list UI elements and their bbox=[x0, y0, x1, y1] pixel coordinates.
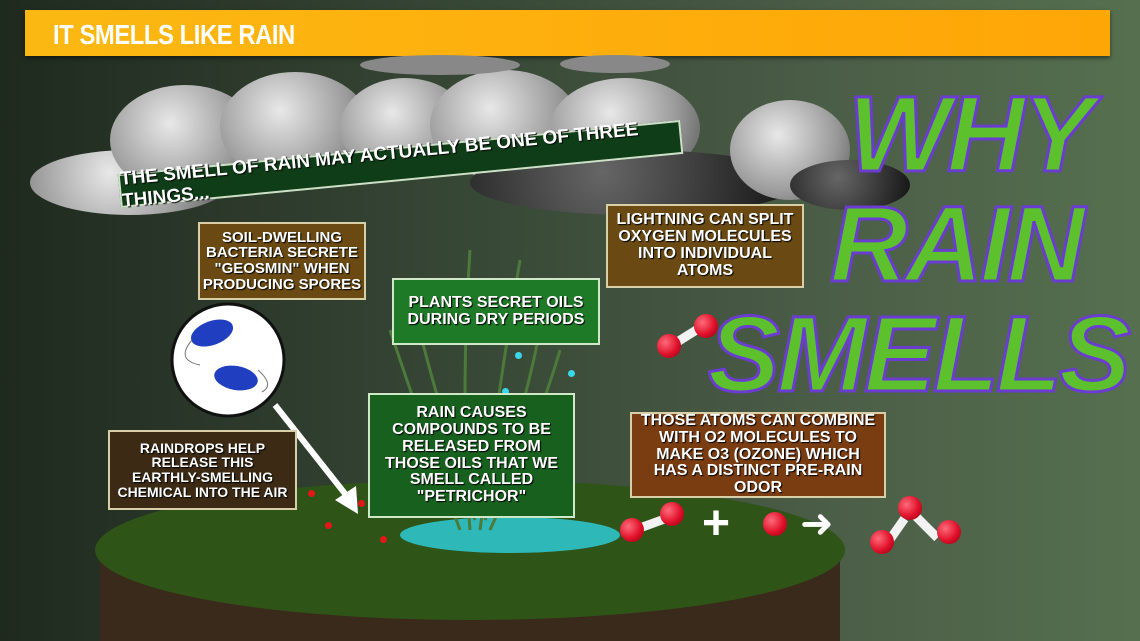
headline-rain: RAIN bbox=[829, 183, 1087, 304]
plus-sign: + bbox=[702, 497, 731, 550]
arrow-icon: ➜ bbox=[800, 502, 834, 546]
puddle bbox=[400, 517, 620, 553]
ozone-label: THOSE ATOMS CAN COMBINE WITH O2 MOLECULE… bbox=[630, 412, 886, 498]
plant-oils-label: PLANTS SECRET OILS DURING DRY PERIODS bbox=[392, 278, 600, 345]
raindrops-label: RAINDROPS HELP RELEASE THIS EARTHLY-SMEL… bbox=[108, 430, 297, 510]
lightning-label: LIGHTNING CAN SPLIT OXYGEN MOLECULES INT… bbox=[606, 204, 804, 288]
headline-why: WHY bbox=[847, 73, 1096, 194]
pointer-arrow-line bbox=[272, 403, 353, 502]
petrichor-label: RAIN CAUSES COMPOUNDS TO BE RELEASED FRO… bbox=[368, 393, 575, 518]
bacteria-circle bbox=[170, 302, 286, 418]
banner-title: IT SMELLS LIKE RAIN bbox=[53, 19, 295, 50]
oxygen-atom bbox=[763, 512, 787, 536]
pointer-arrow-head bbox=[335, 486, 358, 514]
title-banner: IT SMELLS LIKE RAIN bbox=[25, 10, 1110, 56]
headline-smells: SMELLS bbox=[706, 293, 1132, 414]
geosmin-label: SOIL-DWELLING BACTERIA SECRETE "GEOSMIN"… bbox=[198, 222, 366, 300]
